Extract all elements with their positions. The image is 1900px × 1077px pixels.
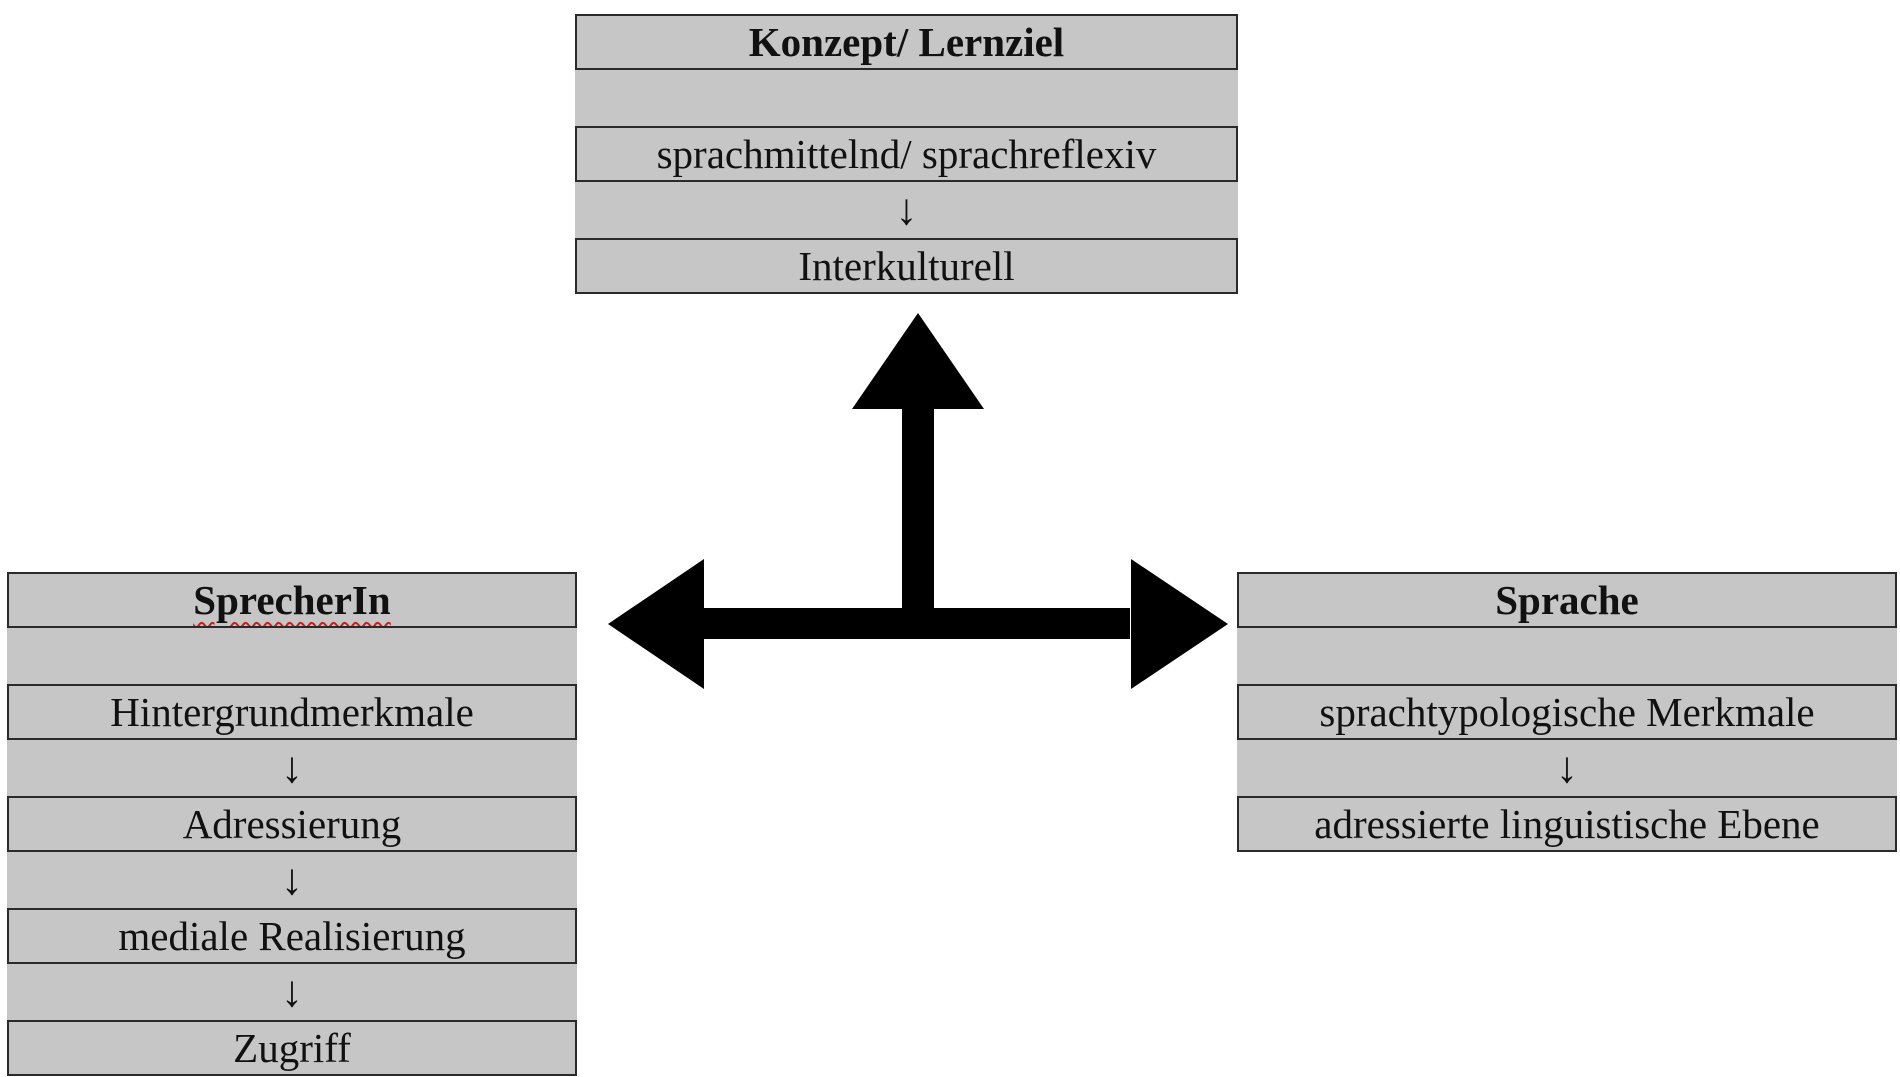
concept-item: sprachmittelnd/ sprachreflexiv	[575, 126, 1238, 182]
concept-panel: Konzept/ Lernziel sprachmittelnd/ sprach…	[575, 14, 1238, 294]
speaker-down-arrow: ↓	[7, 740, 577, 796]
language-down-arrow: ↓	[1237, 740, 1897, 796]
language-item: sprachtypologische Merkmale	[1237, 684, 1897, 740]
language-panel: Sprache sprachtypologische Merkmale ↓ ad…	[1237, 572, 1897, 852]
language-title: Sprache	[1237, 572, 1897, 628]
concept-item: Interkulturell	[575, 238, 1238, 294]
concept-spacer	[575, 70, 1238, 126]
speaker-item: mediale Realisierung	[7, 908, 577, 964]
horizontal-arrow-shaft	[703, 608, 1130, 639]
speaker-item: Adressierung	[7, 796, 577, 852]
speaker-title: SprecherIn	[7, 572, 577, 628]
right-arrowhead-icon	[1131, 559, 1228, 689]
language-item: adressierte linguistische Ebene	[1237, 796, 1897, 852]
concept-title: Konzept/ Lernziel	[575, 14, 1238, 70]
speaker-item: Hintergrundmerkmale	[7, 684, 577, 740]
vertical-arrow-shaft	[902, 408, 934, 621]
speaker-panel: SprecherIn Hintergrundmerkmale ↓ Adressi…	[7, 572, 577, 1076]
speaker-title-text: SprecherIn	[193, 576, 391, 623]
left-arrowhead-icon	[608, 559, 704, 689]
speaker-spacer	[7, 628, 577, 684]
up-arrowhead-icon	[852, 313, 984, 409]
speaker-down-arrow: ↓	[7, 964, 577, 1020]
speaker-down-arrow: ↓	[7, 852, 577, 908]
speaker-item: Zugriff	[7, 1020, 577, 1076]
language-spacer	[1237, 628, 1897, 684]
concept-down-arrow: ↓	[575, 182, 1238, 238]
three-way-arrow-shape	[608, 313, 1228, 689]
